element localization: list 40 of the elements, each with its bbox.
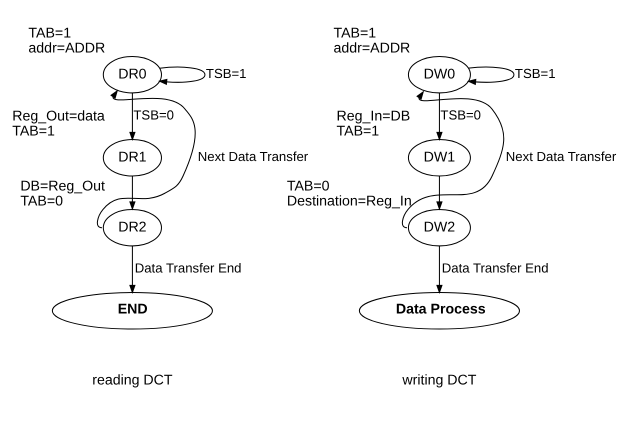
- arrow: [129, 246, 136, 294]
- node-ellipse: DR0: [102, 56, 162, 94]
- node-ellipse: DW1: [408, 139, 471, 177]
- arrow: [129, 93, 136, 142]
- label: writing DCT: [402, 372, 476, 388]
- node-label: Destination=Reg_In: [286, 194, 412, 210]
- node-ellipse: DR1: [102, 139, 162, 177]
- arrow: [436, 246, 443, 294]
- node-label: Reg_Out=data: [12, 108, 105, 124]
- node-label: TAB=1: [336, 124, 380, 140]
- arrow: [96, 90, 196, 228]
- edge-label: TSB=1: [206, 66, 247, 82]
- node-ellipse: DW0: [408, 56, 471, 94]
- arrow: [466, 66, 514, 86]
- edge-label: TSB=1: [514, 66, 556, 82]
- edge-label: TSB=0: [133, 108, 174, 123]
- arrow: [158, 66, 206, 86]
- node-label: TAB=1: [12, 124, 55, 140]
- arrow: [129, 176, 136, 211]
- node-label: TAB=1: [28, 25, 72, 42]
- node-label: addr=ADDR: [333, 40, 410, 57]
- node-label: TAB=1: [333, 25, 376, 42]
- edge-label: TSB=0: [440, 108, 481, 123]
- arrow: [402, 90, 504, 228]
- node-label: Reg_In=DB: [336, 108, 410, 124]
- edge-label: Data Transfer End: [134, 260, 242, 276]
- label: reading DCT: [92, 372, 173, 388]
- arrow: [436, 93, 443, 142]
- node-label: DB=Reg_Out: [20, 178, 106, 194]
- node-ellipse: Data Process: [358, 292, 520, 330]
- node-ellipse: END: [52, 292, 213, 330]
- node-label: TAB=0: [20, 194, 63, 210]
- arrow: [436, 176, 443, 211]
- edge-label: Next Data Transfer: [506, 149, 616, 164]
- edge-label: Data Transfer End: [442, 260, 549, 276]
- node-ellipse: DR2: [102, 208, 162, 246]
- node-label: addr=ADDR: [28, 40, 106, 57]
- edge-label: Next Data Transfer: [198, 149, 308, 164]
- node-ellipse: DW2: [408, 208, 471, 246]
- node-label: TAB=0: [286, 178, 330, 194]
